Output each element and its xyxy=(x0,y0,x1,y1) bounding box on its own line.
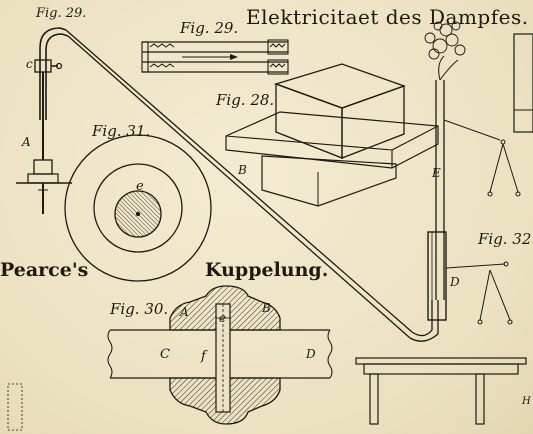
fig29-tubes xyxy=(141,39,289,75)
fig29-mid-label: Fig. 29. xyxy=(179,19,238,37)
letter-e-coupling: e xyxy=(219,311,226,325)
fig30-coupling xyxy=(107,285,333,425)
fig28-block xyxy=(225,63,439,207)
fig31-circles xyxy=(64,134,212,282)
letter-B-coupling: B xyxy=(261,301,271,315)
section-title-right: Kuppelung. xyxy=(205,259,328,281)
letter-E: E xyxy=(431,166,441,180)
letter-C: C xyxy=(160,347,170,362)
electroscope-right xyxy=(443,33,533,325)
letter-A-coupling: A xyxy=(179,305,189,319)
plate-title: Elektricitaet des Dampfes. xyxy=(246,5,529,29)
letter-B-pipe: B xyxy=(237,163,247,177)
letter-A-left: A xyxy=(21,135,31,149)
letter-D-coupling: D xyxy=(305,347,316,361)
section-title-left: Pearce's xyxy=(0,259,88,281)
fig32-label: Fig. 32. xyxy=(477,230,533,248)
fig28-label: Fig. 28. xyxy=(215,91,274,109)
letter-f: f xyxy=(200,349,208,364)
fig30-label: Fig. 30. xyxy=(109,300,168,318)
letter-c: c xyxy=(26,57,33,71)
steam-tube-E xyxy=(424,21,466,300)
scale-marker xyxy=(7,383,23,431)
letter-D-right: D xyxy=(449,275,460,289)
diagonal-pipe xyxy=(65,29,439,342)
fig29-apparatus xyxy=(16,27,72,214)
letter-H: H xyxy=(521,396,531,407)
fig29-top-label: Fig. 29. xyxy=(35,6,86,21)
table-stand xyxy=(355,357,527,425)
cylinder-D xyxy=(427,231,447,321)
letter-e-circle: e xyxy=(136,179,144,194)
